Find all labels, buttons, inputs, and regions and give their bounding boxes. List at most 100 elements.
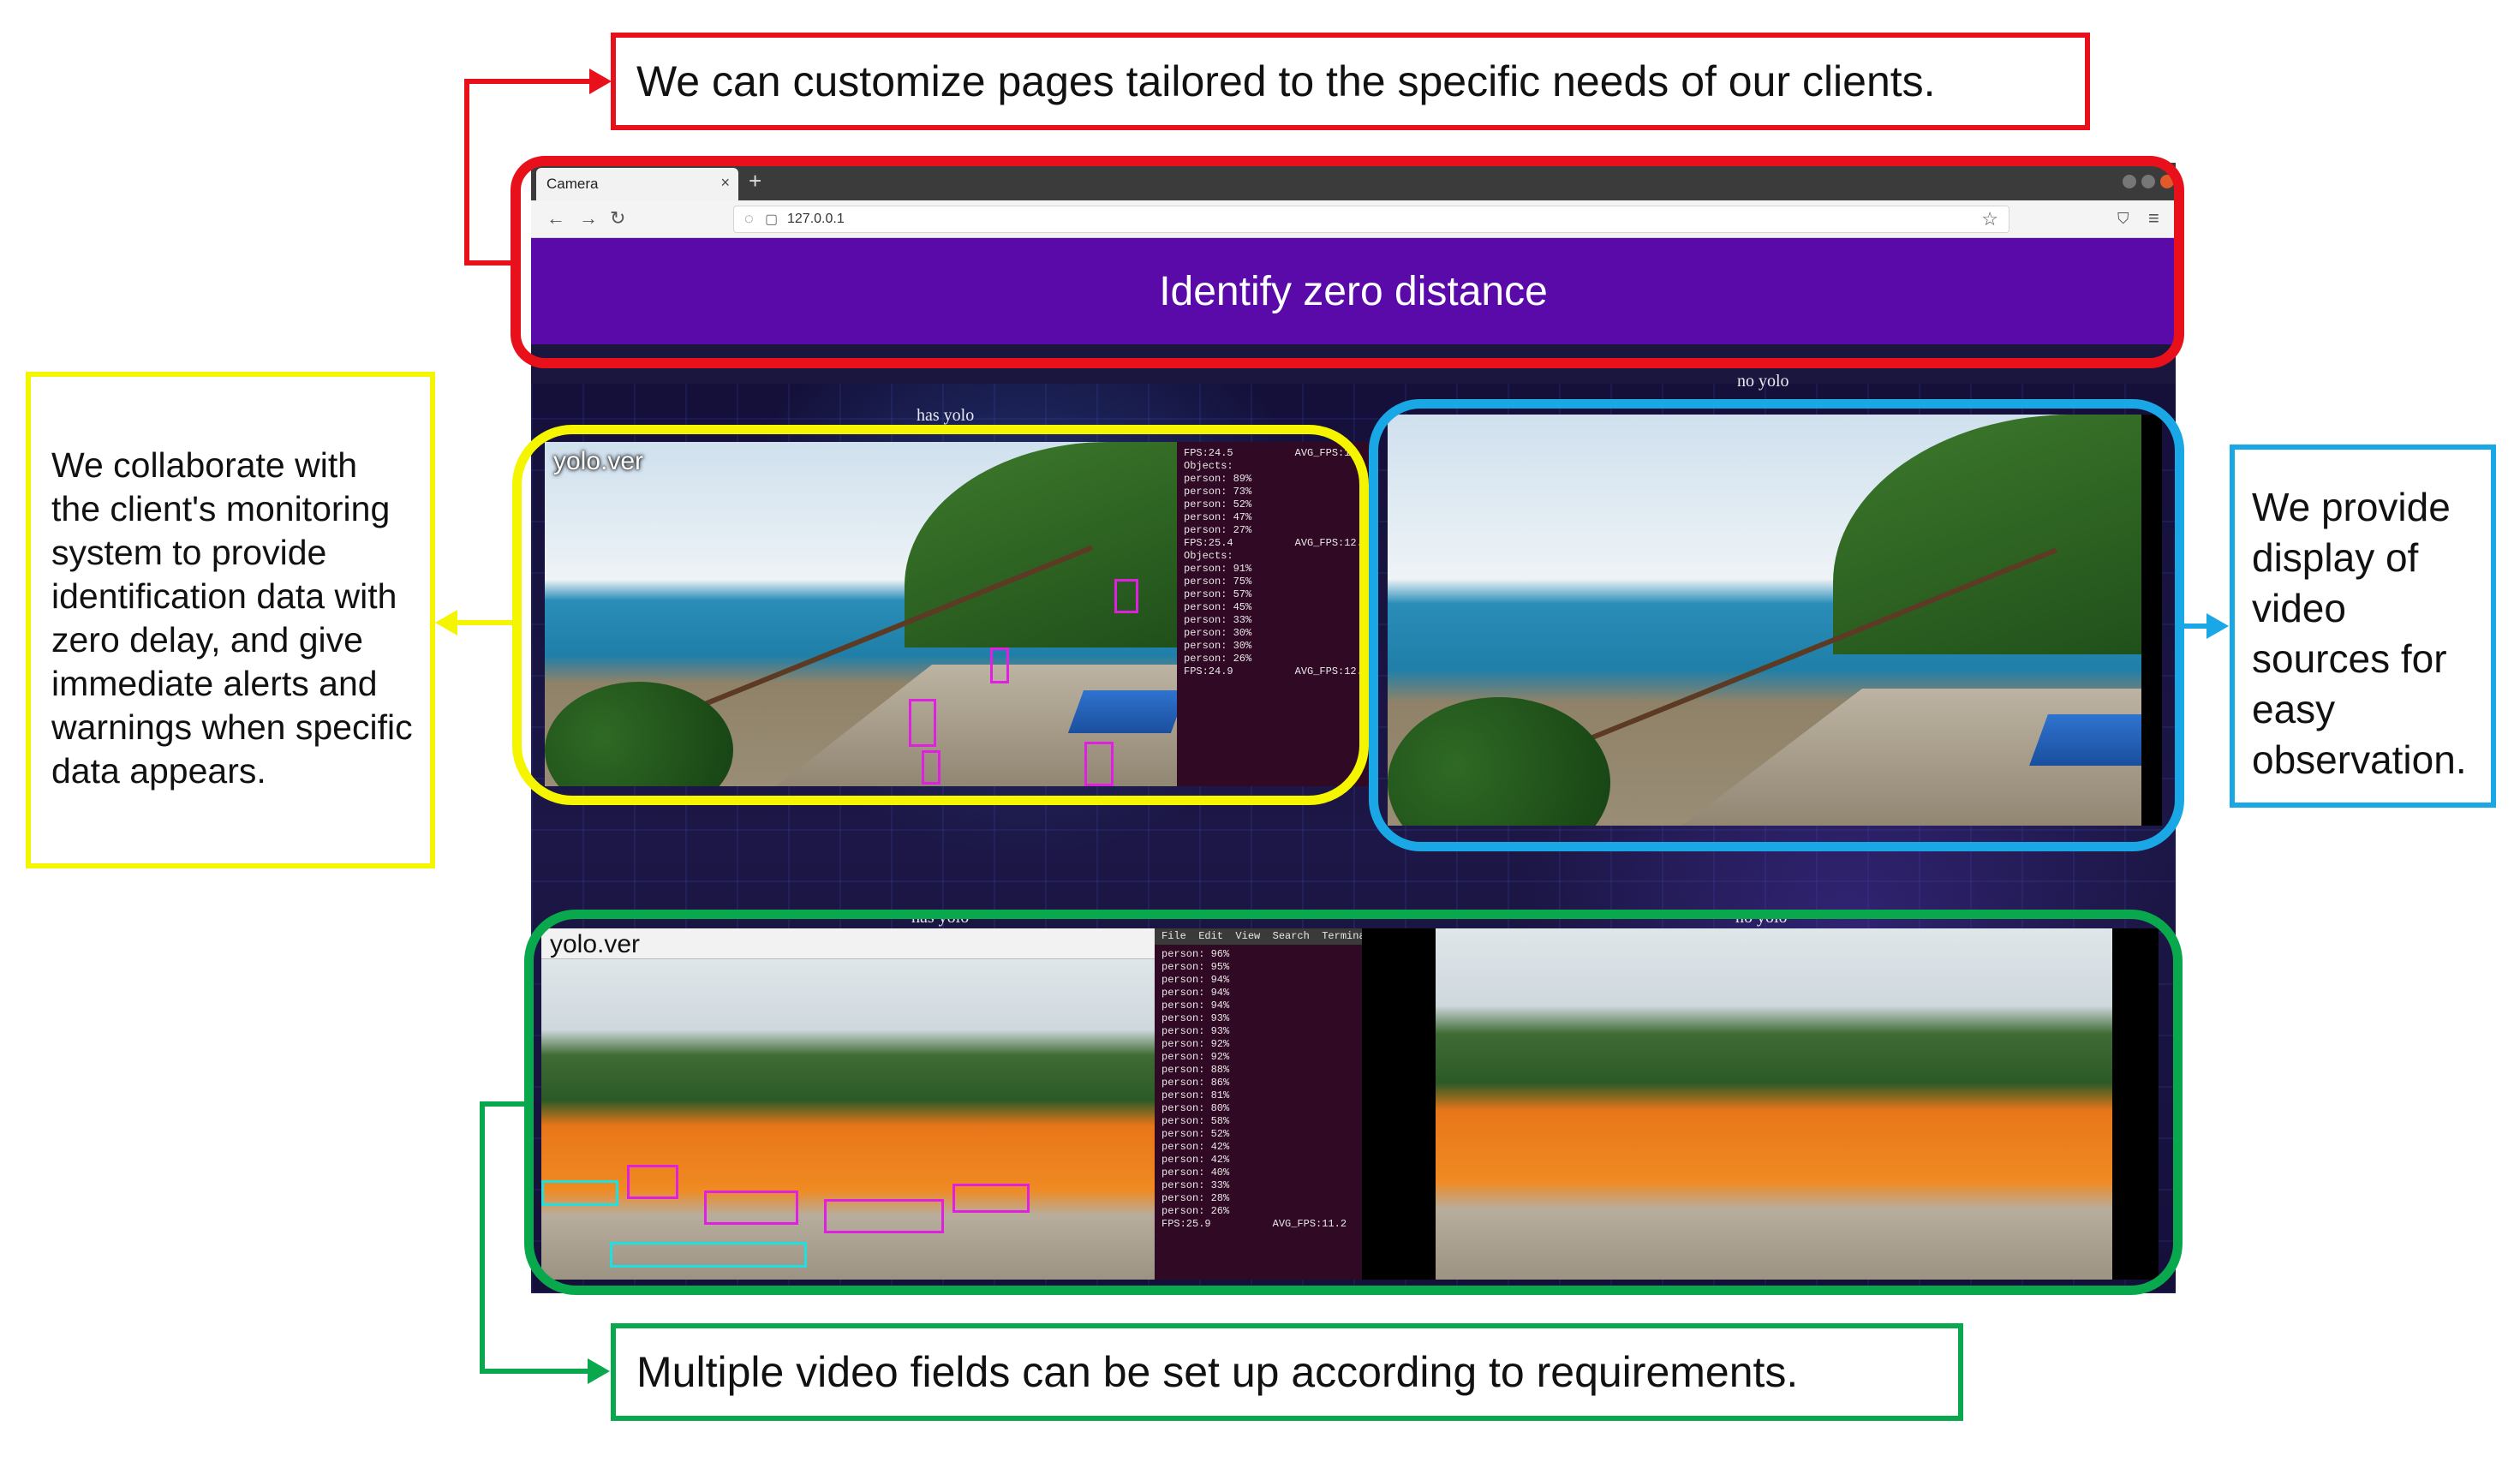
detection-box-car bbox=[610, 1242, 807, 1268]
terminal-line: FPS:25.9 AVG_FPS:11.2 bbox=[1161, 1218, 1347, 1230]
callout-video-display: We provide display of video sources for … bbox=[2230, 445, 2496, 808]
video-bottom-left-yolo[interactable]: yolo.ver File Edit View Search Terminal … bbox=[541, 928, 1362, 1280]
arrow-line bbox=[464, 260, 516, 266]
arrow-head-icon bbox=[435, 610, 457, 636]
detection-box bbox=[824, 1199, 944, 1233]
terminal-line: person: 26% bbox=[1161, 1205, 1230, 1217]
terminal-line: person: 80% bbox=[1161, 1102, 1230, 1114]
terminal-line: person: 57% bbox=[1184, 588, 1252, 600]
arrow-line bbox=[464, 79, 593, 84]
video-frame-flowers bbox=[1436, 928, 2112, 1280]
terminal-line: person: 52% bbox=[1184, 498, 1252, 510]
highlight-frame-raw-video bbox=[1369, 399, 2184, 851]
close-tab-icon[interactable]: × bbox=[720, 174, 730, 191]
arrow-head-icon bbox=[2206, 613, 2229, 639]
video-top-left-yolo[interactable]: yolo.ver FPS:24.5 AVG_FPS:12. Objects: p… bbox=[545, 442, 1376, 786]
terminal-line: person: 47% bbox=[1184, 511, 1252, 523]
detection-box bbox=[627, 1165, 678, 1199]
stream-label-top-right: no yolo bbox=[1737, 372, 1789, 391]
arrow-line bbox=[464, 79, 469, 266]
pocket-icon[interactable]: ⛉ bbox=[2117, 210, 2129, 227]
scene-flowers bbox=[1436, 928, 2112, 1280]
terminal-line: FPS:24.9 AVG_FPS:12. bbox=[1184, 665, 1363, 677]
terminal-line: FPS:25.4 AVG_FPS:12. bbox=[1184, 537, 1363, 549]
detection-terminal: File Edit View Search Terminal H person:… bbox=[1155, 928, 1362, 1280]
video-frame-coast bbox=[1388, 415, 2141, 826]
detection-box-car bbox=[541, 1180, 618, 1206]
navigation-bar: ← → ↻ ◌ ▢ 127.0.0.1 ☆ ⛉ ≡ bbox=[531, 200, 2176, 238]
terminal-line: person: 92% bbox=[1161, 1038, 1230, 1050]
reload-icon[interactable]: ↻ bbox=[610, 207, 626, 229]
forward-icon[interactable]: → bbox=[579, 207, 598, 229]
terminal-line: person: 89% bbox=[1184, 473, 1252, 485]
tab-title: Camera bbox=[546, 176, 599, 192]
terminal-line: person: 95% bbox=[1161, 961, 1230, 973]
terminal-line: person: 28% bbox=[1161, 1192, 1230, 1204]
terminal-line: person: 33% bbox=[1184, 614, 1252, 626]
terminal-line: person: 30% bbox=[1184, 627, 1252, 639]
video-frame-coast-detected: yolo.ver bbox=[545, 442, 1177, 786]
terminal-line: Objects: bbox=[1184, 550, 1233, 562]
highlight-frame-multi-video bbox=[524, 910, 2183, 1295]
video-frame-flowers-detected: yolo.ver bbox=[541, 928, 1155, 1280]
terminal-menu-bar[interactable]: File Edit View Search Terminal H bbox=[1155, 928, 1362, 945]
video-bottom-right-raw[interactable] bbox=[1362, 928, 2159, 1280]
page-title: Identify zero distance bbox=[531, 238, 2176, 344]
terminal-line: person: 42% bbox=[1161, 1141, 1230, 1153]
arrow-line bbox=[480, 1369, 591, 1374]
terminal-line: person: 73% bbox=[1184, 486, 1252, 498]
arrow-line bbox=[480, 1101, 529, 1107]
tab-camera[interactable]: Camera × bbox=[536, 168, 738, 200]
menu-icon[interactable]: ≡ bbox=[2148, 207, 2159, 229]
terminal-line: person: 30% bbox=[1184, 640, 1252, 652]
terminal-line: person: 93% bbox=[1161, 1012, 1230, 1024]
arrow-line bbox=[2184, 624, 2208, 629]
detection-box bbox=[952, 1184, 1030, 1213]
page-icon: ▢ bbox=[765, 212, 779, 227]
terminal-line: person: 93% bbox=[1161, 1025, 1230, 1037]
terminal-line: person: 45% bbox=[1184, 601, 1252, 613]
video-window-titlebar: yolo.ver bbox=[541, 928, 1155, 959]
scene-flower-field bbox=[541, 959, 1155, 1280]
terminal-line: person: 94% bbox=[1161, 987, 1230, 999]
scene-trees bbox=[545, 682, 733, 786]
detection-box bbox=[704, 1190, 798, 1225]
terminal-line: person: 52% bbox=[1161, 1128, 1230, 1140]
arrow-line bbox=[456, 620, 514, 625]
terminal-line: person: 92% bbox=[1161, 1051, 1230, 1063]
terminal-line: person: 33% bbox=[1161, 1179, 1230, 1191]
terminal-line: person: 86% bbox=[1161, 1077, 1230, 1089]
tab-bar: Camera × + bbox=[531, 163, 2176, 200]
terminal-line: person: 81% bbox=[1161, 1089, 1230, 1101]
detection-box bbox=[990, 647, 1009, 683]
site-info-icon[interactable]: ◌ bbox=[744, 210, 754, 227]
bookmark-star-icon[interactable]: ☆ bbox=[1981, 208, 1998, 230]
terminal-line: person: 75% bbox=[1184, 576, 1252, 588]
video-top-right-raw[interactable] bbox=[1388, 415, 2162, 826]
terminal-line: person: 58% bbox=[1161, 1115, 1230, 1127]
callout-multiple-videos: Multiple video fields can be set up acco… bbox=[611, 1323, 1963, 1421]
terminal-line: person: 96% bbox=[1161, 948, 1230, 960]
terminal-line: Objects: bbox=[1184, 460, 1233, 472]
highlight-frame-header bbox=[511, 156, 2184, 368]
terminal-line: person: 91% bbox=[1184, 563, 1252, 575]
scene-trees bbox=[1388, 697, 1610, 826]
arrow-line bbox=[480, 1101, 485, 1374]
scene-flowers bbox=[541, 959, 1155, 1280]
detection-box bbox=[1114, 579, 1138, 613]
detection-box bbox=[922, 750, 941, 785]
callout-zero-delay-alerts: We collaborate with the client's monitor… bbox=[26, 372, 435, 868]
address-bar[interactable]: ◌ ▢ 127.0.0.1 ☆ bbox=[733, 206, 2009, 233]
url-text: 127.0.0.1 bbox=[787, 212, 845, 226]
minimize-window-icon[interactable] bbox=[2123, 175, 2136, 188]
highlight-frame-detection bbox=[512, 425, 1369, 805]
stream-label-top-left: has yolo bbox=[917, 406, 975, 425]
terminal-line: person: 94% bbox=[1161, 974, 1230, 986]
arrow-head-icon bbox=[588, 1358, 610, 1384]
terminal-line: person: 26% bbox=[1184, 653, 1252, 665]
back-icon[interactable]: ← bbox=[546, 207, 565, 229]
detection-box bbox=[1084, 742, 1114, 786]
terminal-line: person: 42% bbox=[1161, 1154, 1230, 1166]
new-tab-button[interactable]: + bbox=[749, 168, 762, 194]
browser-window: Camera × + ← → ↻ ◌ ▢ 127.0.0.1 ☆ ⛉ ≡ Ide… bbox=[531, 163, 2176, 1293]
